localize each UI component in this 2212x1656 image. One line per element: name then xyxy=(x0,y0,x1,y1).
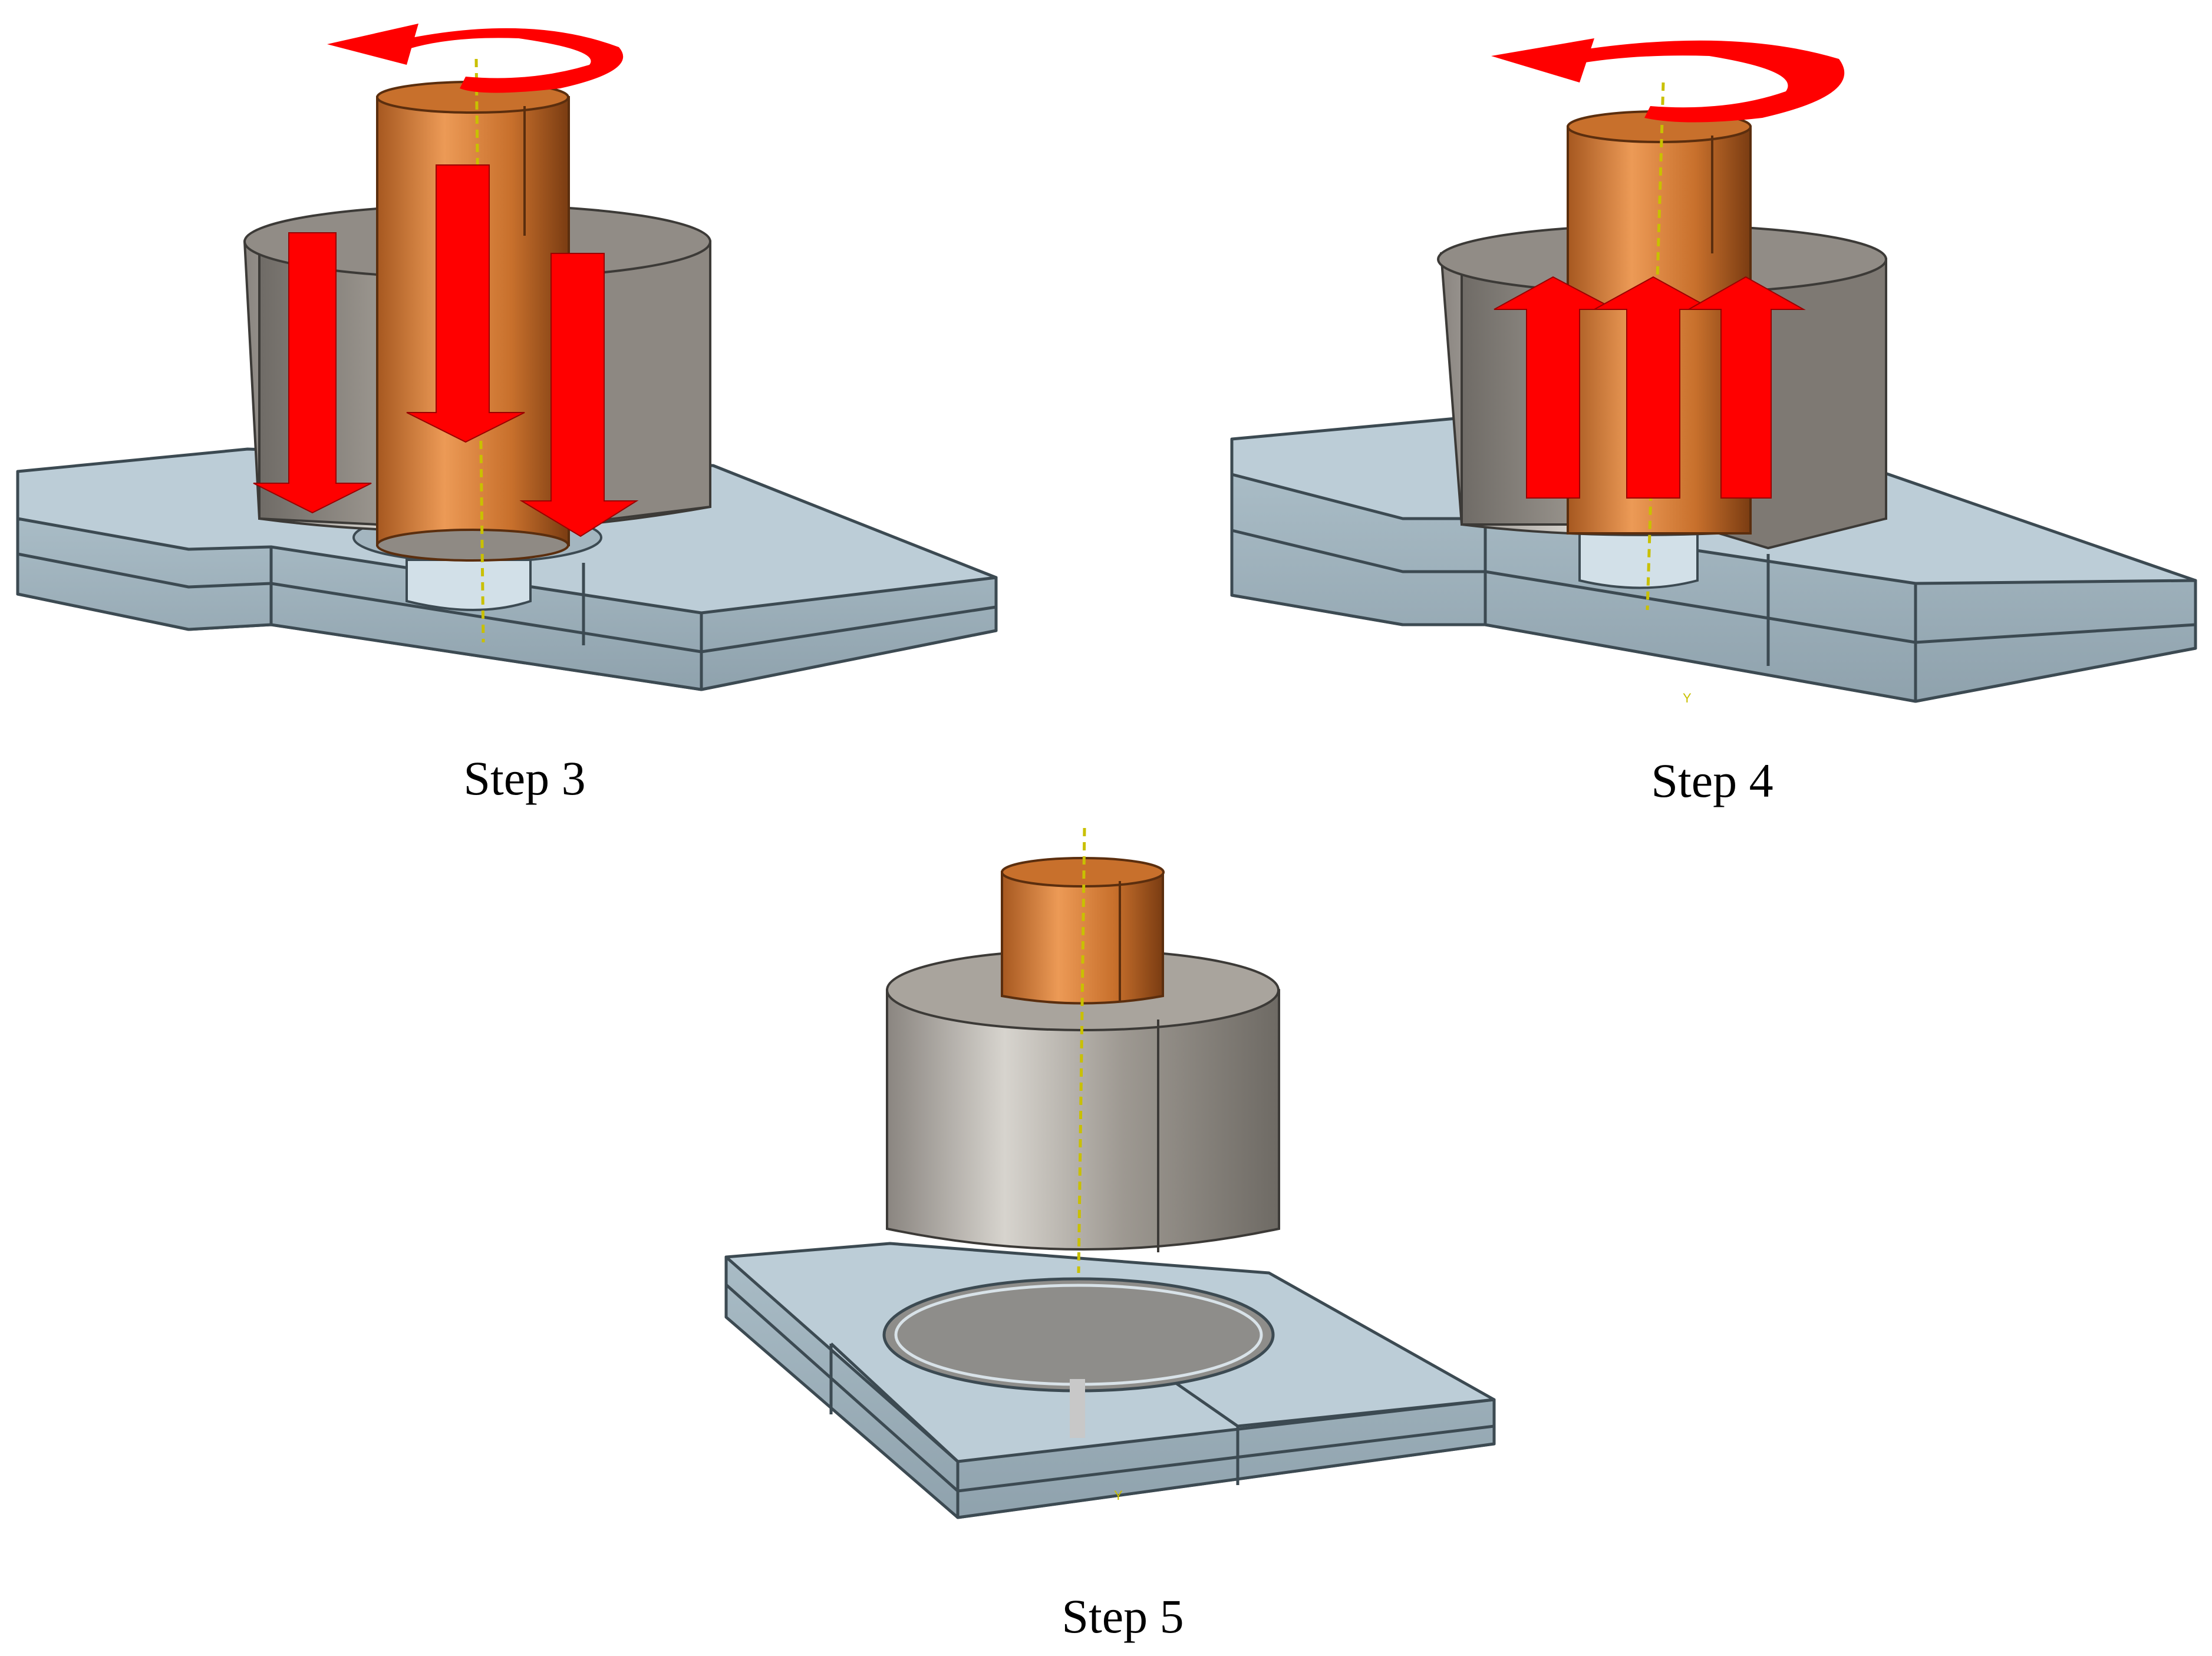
rotation-axis xyxy=(1077,827,1086,1274)
pin-tip-contact xyxy=(1578,523,1699,589)
axis-shadow xyxy=(1070,1379,1085,1438)
down-arrow-icon xyxy=(253,232,372,514)
step-5-label: Step 5 xyxy=(1062,1589,1184,1643)
rotation-arrow-icon xyxy=(1491,38,1845,123)
panel-step-4: Y Step 4 xyxy=(1230,38,2197,807)
rotation-axis xyxy=(474,58,485,643)
step-3-label: Step 3 xyxy=(463,751,585,805)
step-4-label: Step 4 xyxy=(1651,754,1773,807)
down-arrow-icon xyxy=(519,253,639,537)
retract-up-arrows xyxy=(1494,276,1806,499)
pin-tip-contact xyxy=(406,559,532,611)
panel-step-5: Y Step 5 xyxy=(724,827,1496,1643)
plunge-down-arrows xyxy=(253,164,639,537)
welded-spot xyxy=(882,1277,1275,1393)
down-arrow-icon xyxy=(406,164,525,443)
panel-step-3: Step 3 xyxy=(16,24,998,805)
rotation-arrow-icon xyxy=(327,24,624,93)
up-arrow-icon xyxy=(1686,276,1806,499)
axis-triad-marker: Y xyxy=(1683,691,1692,705)
rotation-axis xyxy=(1646,82,1665,611)
up-arrow-icon xyxy=(1594,276,1713,499)
axis-triad-marker: Y xyxy=(1114,1488,1123,1503)
up-arrow-icon xyxy=(1494,276,1616,499)
